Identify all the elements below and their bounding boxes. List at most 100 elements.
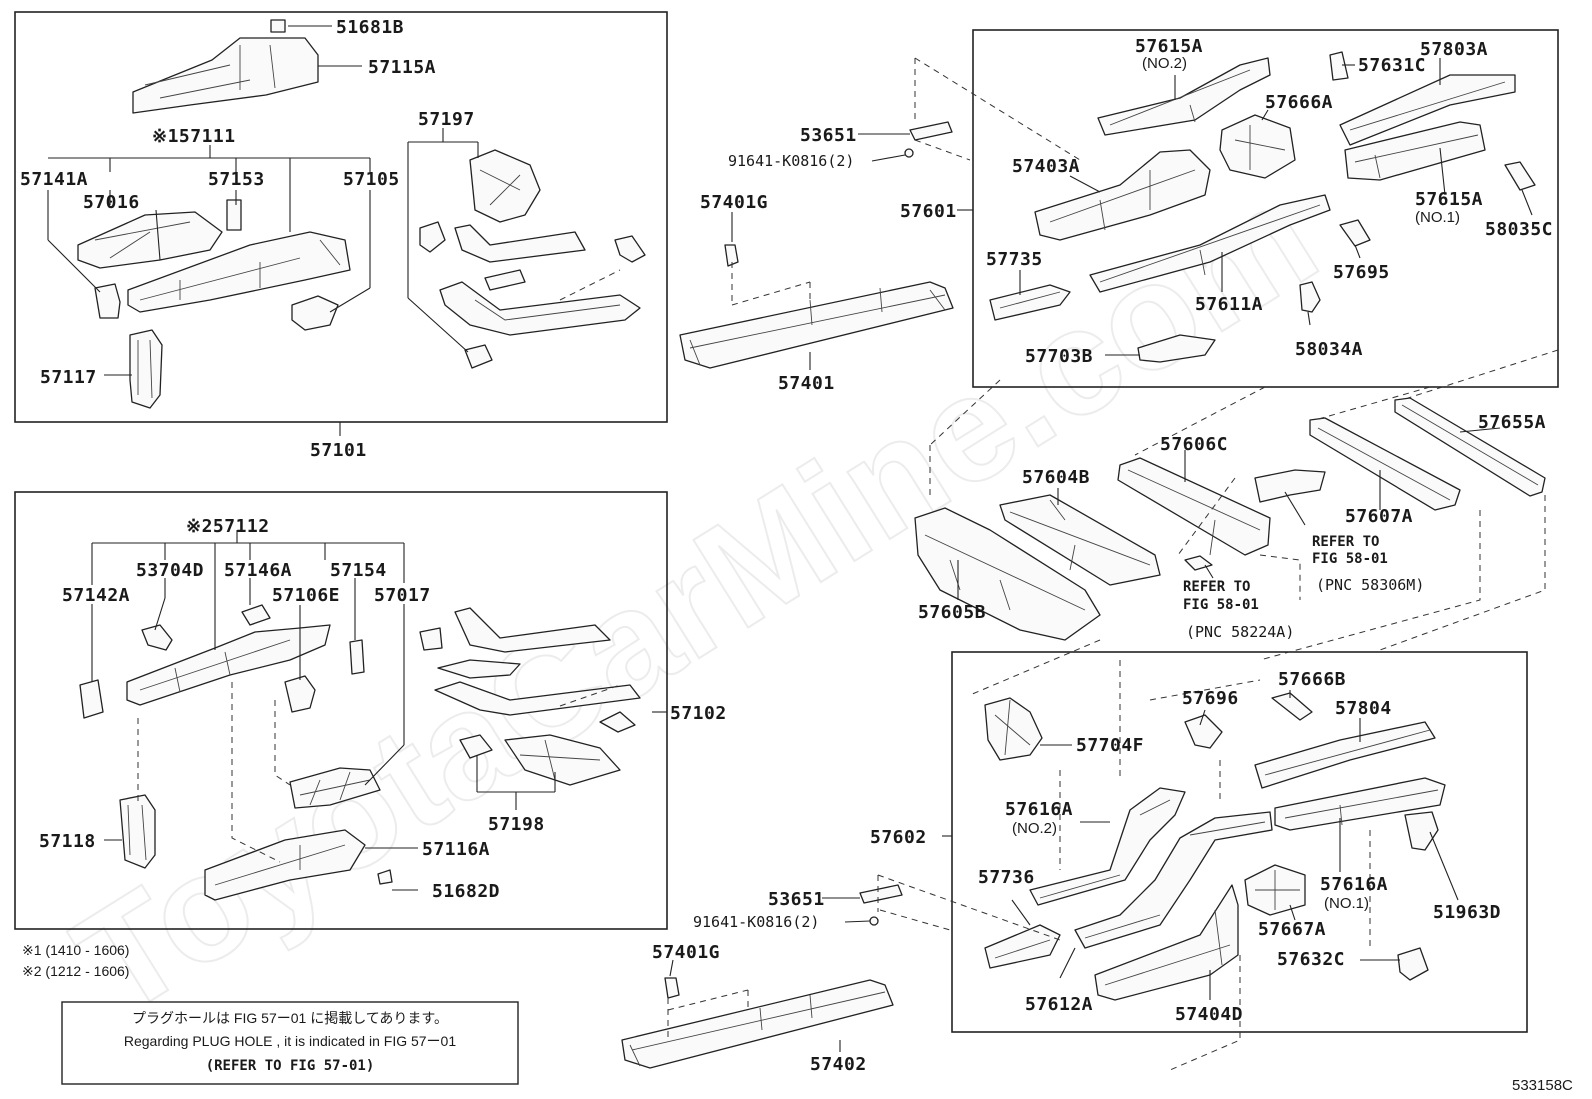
label-57403A[interactable]: 57403A [1012, 156, 1080, 177]
label-57735[interactable]: 57735 [986, 249, 1043, 270]
label-57115A[interactable]: 57115A [368, 57, 436, 78]
group-label-57102[interactable]: 57102 [670, 703, 727, 724]
dashed-assembly-lines [137, 57, 1559, 1071]
part-57606C-shape [1117, 457, 1271, 556]
label-53651-upper[interactable]: 53651 [800, 125, 857, 146]
label-58035C[interactable]: 58035C [1485, 219, 1553, 240]
label-57695[interactable]: 57695 [1333, 262, 1390, 283]
part-57198-f-shape [459, 734, 493, 759]
label-57803A[interactable]: 57803A [1420, 39, 1488, 60]
part-57116A-shape [204, 829, 366, 901]
part-57198-g-shape [504, 734, 621, 786]
label-51963D[interactable]: 51963D [1433, 902, 1501, 923]
part-51682D-shape [377, 869, 393, 885]
part-57197-a-shape [469, 149, 541, 223]
label-57615A-no2[interactable]: 57615A [1135, 36, 1203, 57]
part-57704F-shape [984, 697, 1043, 761]
label-57632C[interactable]: 57632C [1277, 949, 1345, 970]
label-57615A-no1[interactable]: 57615A [1415, 189, 1483, 210]
label-57605B[interactable]: 57605B [918, 602, 986, 623]
label-57667A[interactable]: 57667A [1258, 919, 1326, 940]
label-57111[interactable]: ※157111 [152, 126, 236, 147]
part-57118-shape [119, 794, 156, 869]
label-57666B[interactable]: 57666B [1278, 669, 1346, 690]
part-57735-shape [989, 284, 1071, 321]
label-51682D[interactable]: 51682D [432, 881, 500, 902]
label-57616A-no2[interactable]: 57616A [1005, 799, 1073, 820]
part-57616A-no2-shape [1029, 787, 1186, 906]
part-57403A-shape [1034, 149, 1211, 241]
label-57631C[interactable]: 57631C [1358, 55, 1426, 76]
label-57607A[interactable]: 57607A [1345, 506, 1413, 527]
label-57105[interactable]: 57105 [343, 169, 400, 190]
label-57198[interactable]: 57198 [488, 814, 545, 835]
label-51681B[interactable]: 51681B [336, 17, 404, 38]
label-53704D[interactable]: 53704D [136, 560, 204, 581]
label-57604B[interactable]: 57604B [1022, 467, 1090, 488]
label-57141A[interactable]: 57141A [20, 169, 88, 190]
label-53651-lower[interactable]: 53651 [768, 889, 825, 910]
label-57117[interactable]: 57117 [40, 367, 97, 388]
label-57404D[interactable]: 57404D [1175, 1004, 1243, 1025]
label-57016[interactable]: 57016 [83, 192, 140, 213]
label-57401G-upper[interactable]: 57401G [700, 192, 768, 213]
ref-58306M-pnc[interactable]: (PNC 58306M) [1316, 576, 1424, 594]
label-57704F[interactable]: 57704F [1076, 735, 1144, 756]
part-57632C-shape [1397, 947, 1429, 981]
ref-58224A-pnc[interactable]: (PNC 58224A) [1186, 623, 1294, 641]
part-91641b-shape [869, 916, 879, 926]
label-57154[interactable]: 57154 [330, 560, 387, 581]
notice-refer-link[interactable]: (REFER TO FIG 57-01) [206, 1058, 375, 1074]
label-57703B[interactable]: 57703B [1025, 346, 1093, 367]
label-57142A[interactable]: 57142A [62, 585, 130, 606]
label-91641-upper[interactable]: 91641-K0816(2) [728, 152, 854, 170]
label-57616A-no1[interactable]: 57616A [1320, 874, 1388, 895]
label-57736[interactable]: 57736 [978, 867, 1035, 888]
group1-parts [77, 19, 646, 409]
label-57696[interactable]: 57696 [1182, 688, 1239, 709]
label-57401G-lower[interactable]: 57401G [652, 942, 720, 963]
label-57112[interactable]: ※257112 [186, 516, 270, 537]
label-57118[interactable]: 57118 [39, 831, 96, 852]
part-57404D-shape [1094, 884, 1239, 1001]
notice-line-english: Regarding PLUG HOLE , it is indicated in… [124, 1033, 456, 1049]
group3-parts [989, 51, 1536, 363]
label-57106E[interactable]: 57106E [272, 585, 340, 606]
part-57154-shape [349, 639, 365, 675]
part-labels: 51681B 57115A ※157111 57197 57141A 57016… [20, 17, 1553, 1075]
group-label-57602[interactable]: 57602 [870, 827, 927, 848]
part-57804-shape [1254, 721, 1436, 789]
label-57666A[interactable]: 57666A [1265, 92, 1333, 113]
part-57141A-shape [94, 283, 121, 319]
label-57153[interactable]: 57153 [208, 169, 265, 190]
label-57606C[interactable]: 57606C [1160, 434, 1228, 455]
part-57615A-no2-shape [1097, 57, 1271, 136]
group-box-57101 [14, 11, 668, 423]
label-57655A[interactable]: 57655A [1478, 412, 1546, 433]
label-57146A[interactable]: 57146A [224, 560, 292, 581]
label-57116A[interactable]: 57116A [422, 839, 490, 860]
label-57197[interactable]: 57197 [418, 109, 475, 130]
group-label-57101[interactable]: 57101 [310, 440, 367, 461]
label-57402[interactable]: 57402 [810, 1054, 867, 1075]
label-91641-lower[interactable]: 91641-K0816(2) [693, 913, 819, 931]
group-label-57601[interactable]: 57601 [900, 201, 957, 222]
label-57615A-no1-sub: (NO.1) [1415, 209, 1460, 226]
label-58034A[interactable]: 58034A [1295, 339, 1363, 360]
label-57804[interactable]: 57804 [1335, 698, 1392, 719]
part-57736-shape [984, 924, 1061, 969]
part-57197-e-shape [484, 269, 526, 291]
label-57612A[interactable]: 57612A [1025, 994, 1093, 1015]
label-57401[interactable]: 57401 [778, 373, 835, 394]
part-53704D-shape [141, 624, 173, 651]
label-57611A[interactable]: 57611A [1195, 294, 1263, 315]
part-57695-shape [1339, 219, 1371, 247]
group2-parts [79, 604, 641, 901]
part-ref58224A-shape [1184, 555, 1213, 571]
label-57017[interactable]: 57017 [374, 585, 431, 606]
part-51963D-shape [1404, 811, 1439, 851]
part-57615A-no1-shape [1344, 121, 1486, 181]
part-57153-shape [226, 199, 242, 231]
part-57401Ga-shape [724, 244, 739, 267]
